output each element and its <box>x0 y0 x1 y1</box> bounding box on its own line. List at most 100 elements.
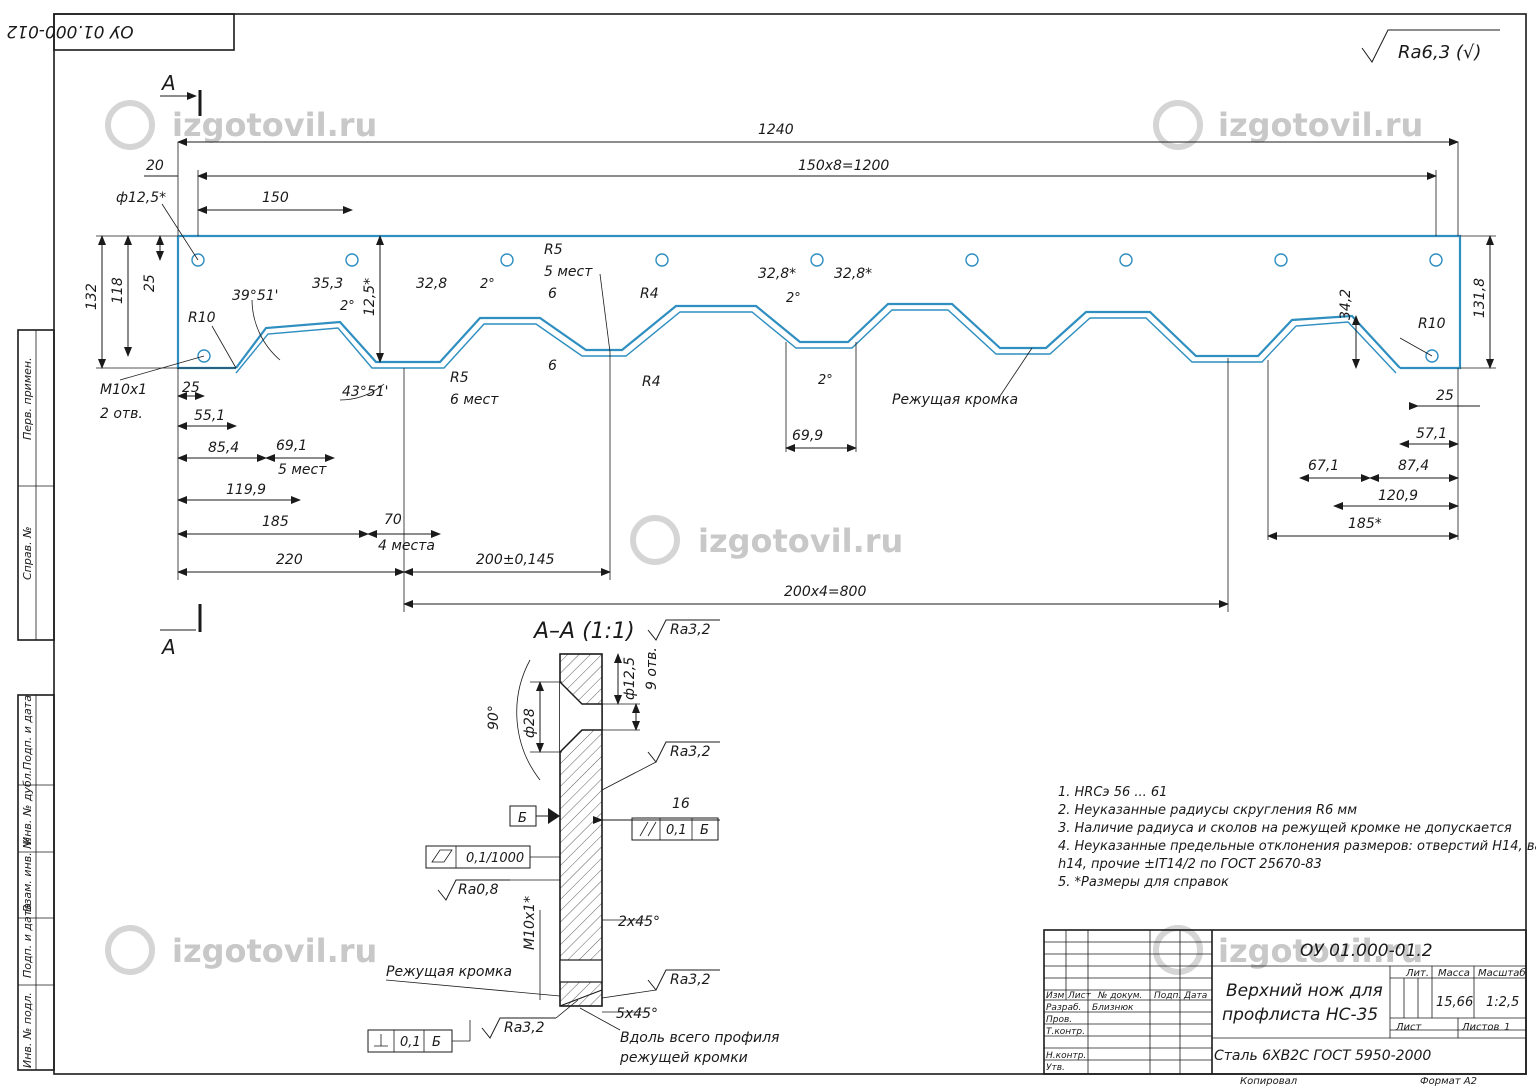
svg-text:2х45°: 2х45° <box>618 914 660 930</box>
svg-text:0,1/1000: 0,1/1000 <box>466 851 524 866</box>
svg-text:Лит.: Лит. <box>1405 968 1429 979</box>
section-view <box>367 619 720 1053</box>
svg-text:Копировал: Копировал <box>1240 1076 1298 1086</box>
svg-text:Лист: Лист <box>1395 1022 1423 1033</box>
svg-text:Изм: Изм <box>1046 991 1065 1001</box>
svg-text:Ra3,2: Ra3,2 <box>504 1020 545 1036</box>
svg-text:1240: 1240 <box>758 122 794 138</box>
svg-text:Дата: Дата <box>1183 991 1207 1001</box>
svg-text:izgotovil.ru: izgotovil.ru <box>172 106 377 144</box>
svg-text:25: 25 <box>1436 388 1454 404</box>
svg-text:ф12,5: ф12,5 <box>622 657 638 700</box>
main-dimension-texts: 1240 150х8=1200 20 150 ф12,5* 132 118 25… <box>84 122 1488 600</box>
svg-text:А: А <box>160 71 176 95</box>
svg-text:R4: R4 <box>640 286 659 302</box>
svg-text:Б: Б <box>432 1035 441 1050</box>
technical-notes: 1. HRCэ 56 ... 61 2. Неуказанные радиусы… <box>1058 785 1536 890</box>
top-left-stamp: ОУ 01.000-012 <box>6 13 235 51</box>
svg-text:izgotovil.ru: izgotovil.ru <box>172 932 377 970</box>
svg-text:131,8: 131,8 <box>1472 278 1488 318</box>
svg-text:0,1: 0,1 <box>666 823 687 838</box>
svg-text:izgotovil.ru: izgotovil.ru <box>1218 106 1423 144</box>
svg-text:R10: R10 <box>1418 316 1446 332</box>
svg-text:Перв. примен.: Перв. примен. <box>21 357 34 440</box>
svg-text:2°: 2° <box>786 291 801 306</box>
svg-text:R10: R10 <box>188 310 216 326</box>
svg-text:режущей кромки: режущей кромки <box>619 1050 748 1066</box>
section-texts: Ra3,2 Ra3,2 Ra3,2 Ra3,2 Ra0,8 ф12,5 9 от… <box>386 622 779 1066</box>
svg-text:150х8=1200: 150х8=1200 <box>798 158 889 174</box>
svg-text:32,8*: 32,8* <box>758 266 796 282</box>
svg-text:R5: R5 <box>450 370 469 386</box>
svg-text:12,5*: 12,5* <box>362 278 378 316</box>
svg-text:Масса: Масса <box>1438 968 1470 979</box>
watermark-3: izgotovil.ru <box>630 515 903 565</box>
svg-text:Взам. инв. №: Взам. инв. № <box>21 837 34 912</box>
svg-text:3. Наличие радиуса и сколов на: 3. Наличие радиуса и сколов на режущей к… <box>1058 821 1512 836</box>
svg-text:9 отв.: 9 отв. <box>644 647 660 690</box>
svg-text:Пров.: Пров. <box>1046 1015 1072 1025</box>
svg-text:М10х1*: М10х1* <box>522 896 538 950</box>
svg-text:Н.контр.: Н.контр. <box>1046 1051 1086 1061</box>
svg-text:Ra3,2: Ra3,2 <box>670 622 711 638</box>
svg-text:Инв. № подл.: Инв. № подл. <box>21 992 34 1068</box>
svg-text:Листов: Листов <box>1461 1022 1499 1033</box>
svg-text:120,9: 120,9 <box>1378 488 1418 504</box>
svg-text:1:2,5: 1:2,5 <box>1486 995 1519 1010</box>
svg-text:25: 25 <box>182 380 200 396</box>
section-marker-top: А <box>160 71 202 116</box>
svg-text:Вдоль всего профиля: Вдоль всего профиля <box>620 1030 779 1046</box>
svg-text:Подп. и дата: Подп. и дата <box>21 903 34 978</box>
svg-text:№ докум.: № докум. <box>1097 991 1142 1001</box>
watermark-5: izgotovil.ru <box>1153 925 1423 975</box>
svg-text:Инв. № дубл.: Инв. № дубл. <box>21 770 34 845</box>
svg-text:Ra0,8: Ra0,8 <box>458 882 499 898</box>
svg-text:Б: Б <box>518 811 527 826</box>
svg-text:6: 6 <box>548 286 557 302</box>
svg-text:32,8*: 32,8* <box>834 266 872 282</box>
svg-text:R4: R4 <box>642 374 661 390</box>
svg-text:Лист: Лист <box>1067 991 1092 1001</box>
svg-text:6 мест: 6 мест <box>450 392 499 408</box>
svg-text:150: 150 <box>262 190 289 206</box>
svg-text:Разраб.: Разраб. <box>1046 1003 1081 1013</box>
svg-text:2. Неуказанные радиусы скругле: 2. Неуказанные радиусы скругления R6 мм <box>1058 803 1357 818</box>
svg-text:Верхний нож для: Верхний нож для <box>1226 981 1383 1001</box>
svg-text:5 мест: 5 мест <box>278 462 327 478</box>
svg-text:Режущая кромка: Режущая кромка <box>892 392 1018 408</box>
svg-text:ф28: ф28 <box>522 708 538 738</box>
svg-text:55,1: 55,1 <box>194 408 225 424</box>
svg-text:85,4: 85,4 <box>208 440 239 456</box>
svg-text:25: 25 <box>142 274 158 292</box>
svg-text:35,3: 35,3 <box>312 276 343 292</box>
cutting-profile <box>235 302 1401 369</box>
svg-text:Т.контр.: Т.контр. <box>1046 1027 1085 1037</box>
svg-text:Формат А2: Формат А2 <box>1420 1076 1477 1086</box>
svg-text:4. Неуказанные предельные откл: 4. Неуказанные предельные отклонения раз… <box>1058 839 1536 854</box>
svg-text:М10х1: М10х1 <box>100 382 147 398</box>
svg-text:185*: 185* <box>1348 516 1382 532</box>
watermark-1: izgotovil.ru <box>105 100 377 150</box>
svg-text:32,8: 32,8 <box>416 276 447 292</box>
svg-text:2°: 2° <box>480 277 495 292</box>
section-title: А–А (1:1) <box>532 619 635 644</box>
svg-text:39°51': 39°51' <box>232 288 278 304</box>
svg-text:0,1: 0,1 <box>400 1035 421 1050</box>
svg-text:Справ. №: Справ. № <box>21 526 34 580</box>
side-stamp: Перв. примен. Справ. № Подп. и дата Инв.… <box>17 329 55 1071</box>
svg-text:132: 132 <box>84 283 100 310</box>
svg-text:Масштаб: Масштаб <box>1478 967 1526 979</box>
svg-text:119,9: 119,9 <box>226 482 266 498</box>
svg-text:Ra3,2: Ra3,2 <box>670 744 711 760</box>
svg-text:220: 220 <box>276 552 303 568</box>
svg-text:Сталь 6ХВ2С ГОСТ 5950-2000: Сталь 6ХВ2С ГОСТ 5950-2000 <box>1214 1048 1431 1064</box>
svg-text:200±0,145: 200±0,145 <box>476 552 555 568</box>
svg-text:200х4=800: 200х4=800 <box>784 584 866 600</box>
watermark-4: izgotovil.ru <box>105 925 377 975</box>
svg-text:16: 16 <box>672 796 690 812</box>
svg-text:90°: 90° <box>486 705 502 730</box>
svg-text:Подп.: Подп. <box>1154 991 1181 1001</box>
svg-text:izgotovil.ru: izgotovil.ru <box>698 522 903 560</box>
roughness-symbol-top: Ra6,3 (√) <box>1361 29 1500 63</box>
